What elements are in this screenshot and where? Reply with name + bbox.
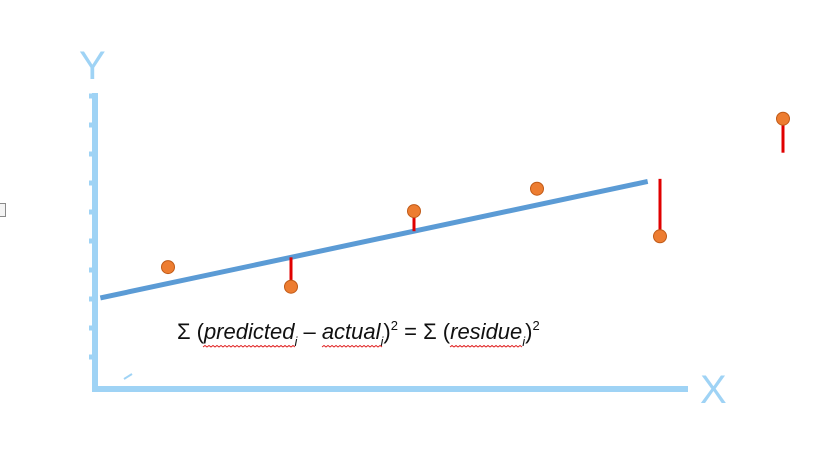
- data-point: [284, 279, 298, 294]
- regression-line: [99, 179, 649, 301]
- residue-term: residue: [450, 319, 522, 344]
- x-axis-label: X: [700, 368, 727, 412]
- data-point: [530, 181, 544, 196]
- data-point: [407, 204, 421, 219]
- spellcheck-underlines: [202, 344, 523, 348]
- y-axis-label: Y: [79, 44, 106, 88]
- axis-artifact-stroke: [123, 373, 133, 380]
- sigma-symbol: Σ: [177, 319, 191, 344]
- spellcheck-underline: [449, 344, 523, 348]
- data-point: [776, 111, 790, 126]
- actual-term: actual: [322, 319, 382, 344]
- spellcheck-underline: [202, 344, 296, 348]
- y-axis-ticks: [89, 93, 95, 360]
- spellcheck-underline: [321, 344, 383, 348]
- sigma-symbol: Σ: [423, 319, 437, 344]
- sum-of-squared-residuals-formula: Σ(predictedi – actuali)2 = Σ (residuei)2: [177, 318, 540, 349]
- data-points: [161, 111, 790, 294]
- formula-text: Σ(predictedi – actuali)2 = Σ (residuei)2: [177, 318, 540, 349]
- data-point: [653, 229, 667, 244]
- predicted-term: predicted: [203, 319, 295, 344]
- axes: Y X: [79, 44, 727, 412]
- page-edge-marker: [0, 203, 6, 217]
- data-point: [161, 260, 175, 275]
